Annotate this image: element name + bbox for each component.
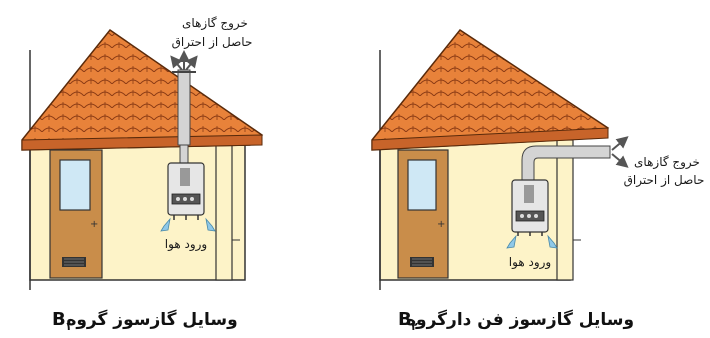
flue-pipe-left (178, 70, 190, 145)
exhaust-label-right-line2: حاصل از احتراق (624, 173, 705, 188)
caption-right-code: B (398, 309, 412, 330)
exhaust-arrows-right (612, 140, 624, 164)
caption-left-code: B (52, 309, 66, 330)
door-left: + (50, 150, 102, 278)
svg-text:+: + (90, 219, 98, 230)
house-right: + (372, 30, 624, 290)
exhaust-label-left-line1: خروج گازهای (182, 16, 248, 31)
door-window-right (408, 160, 436, 210)
exhaust-label-left-line2: حاصل از احتراق (172, 35, 253, 50)
water-heater-right (512, 180, 548, 236)
air-inlet-label-left: ورود هوا (165, 237, 207, 252)
door-right: + (398, 150, 448, 278)
caption-right: وسایل گازسوز فن دارگروه (406, 309, 634, 330)
caption-left: وسایل گازسوز گروه (66, 309, 237, 330)
caption-right-subscript: ۲ (411, 320, 418, 333)
house-left: + (22, 30, 262, 290)
caption-left-subscript: ۱ (65, 320, 72, 333)
svg-text:+: + (437, 219, 445, 230)
caption-left-text: وسایل گازسوز گروه (66, 309, 237, 330)
air-inlet-label-right: ورود هوا (509, 255, 551, 270)
exhaust-label-right-line1: خروج گازهای (634, 155, 700, 170)
exhaust-arrows-left (174, 56, 194, 70)
water-heater-left (168, 163, 204, 220)
door-window-left (60, 160, 90, 210)
caption-right-text: وسایل گازسوز فن دارگروه (406, 309, 634, 330)
